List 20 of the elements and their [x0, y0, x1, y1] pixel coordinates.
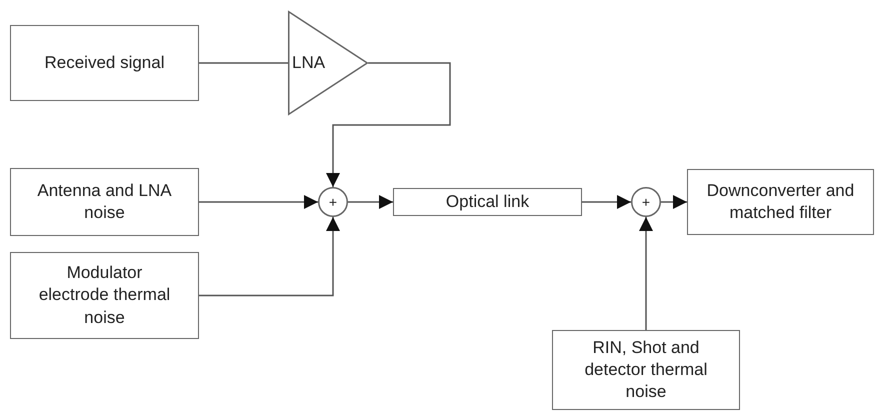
process-box: Modulator electrode thermal noise [10, 252, 199, 339]
arrow [326, 62, 451, 187]
process-box: Antenna and LNA noise [10, 168, 199, 236]
summing-junction [318, 187, 348, 217]
arrow [199, 195, 318, 209]
amplifier-triangle [288, 11, 368, 115]
plus-sign: + [328, 194, 338, 210]
connector-line [199, 62, 288, 64]
process-box: Optical link [393, 188, 582, 216]
amplifier-label: LNA [292, 53, 326, 73]
plus-sign: + [642, 194, 650, 210]
arrow [582, 195, 631, 209]
arrow [199, 217, 340, 296]
arrow [348, 195, 393, 209]
summing-junction [631, 187, 661, 217]
arrow [639, 217, 653, 330]
process-box: RIN, Shot and detector thermal noise [552, 330, 740, 410]
arrow [661, 195, 687, 209]
process-box: Downconverter and matched filter [687, 169, 874, 235]
process-box: Received signal [10, 25, 199, 101]
